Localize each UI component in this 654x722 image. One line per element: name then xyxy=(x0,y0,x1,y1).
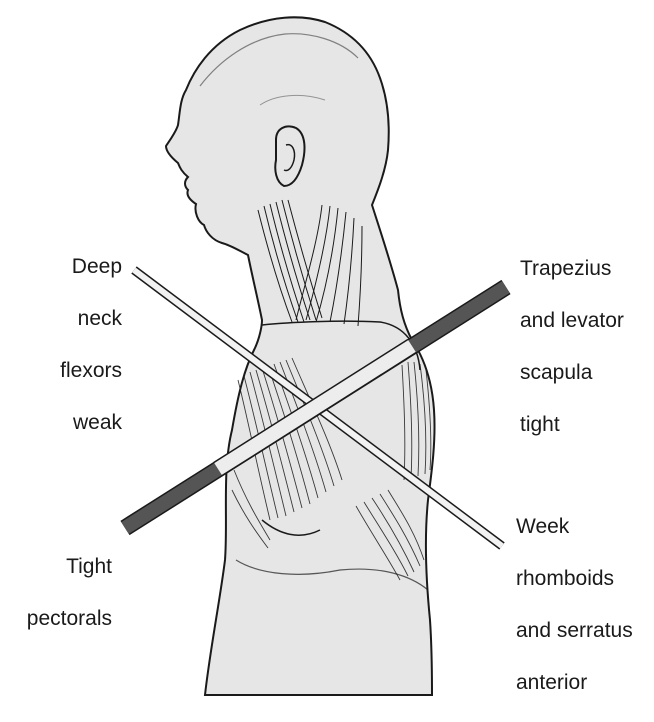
label-trapezius-levator: Trapezius and levator scapula tight xyxy=(520,230,654,464)
label-deep-neck-flexors: Deep neck flexors weak xyxy=(30,228,122,462)
label-rhomboids-serratus: Week rhomboids and serratus anterior xyxy=(516,488,654,722)
label-tight-pectorals: Tight pectorals xyxy=(8,528,112,658)
